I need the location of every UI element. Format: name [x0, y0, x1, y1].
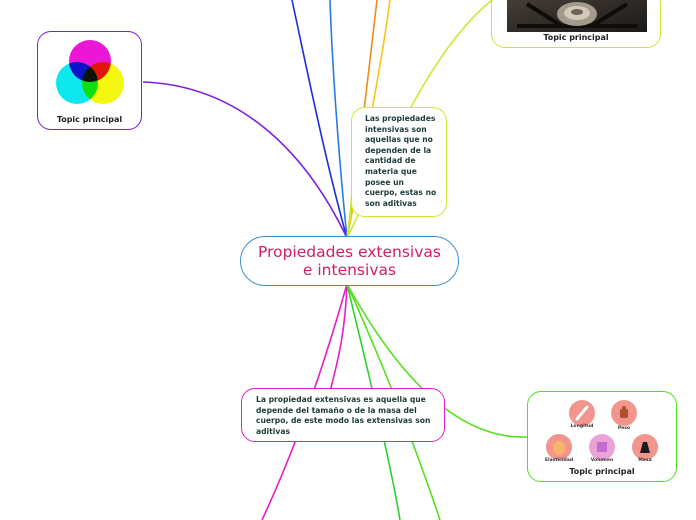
volume-icon	[589, 434, 615, 460]
mass-icon	[632, 434, 658, 460]
icon-label-masa: Masa	[638, 458, 652, 463]
note-intensive[interactable]: Las propiedades intensivas son aquellas …	[351, 107, 447, 217]
branch-line-to-extensive-note	[329, 283, 348, 393]
topic-colors-label: Topic principal	[56, 115, 123, 124]
topic-colors[interactable]: Topic principal	[37, 31, 142, 130]
branch-line-top-darkblue	[291, 0, 348, 239]
elasticity-icon	[546, 434, 572, 460]
ruler-icon	[569, 400, 595, 426]
icon-label-peso: Peso	[617, 426, 631, 431]
branch-line-to-colors	[142, 81, 348, 239]
note-intensive-text: Las propiedades intensivas son aquellas …	[365, 114, 437, 208]
topic-stove-label: Topic principal	[543, 33, 609, 42]
note-extensive[interactable]: La propiedad extensivas es aquella que d…	[241, 388, 445, 442]
topic-measures[interactable]: Longitud Peso Elasticidad Volumen Masa T…	[527, 391, 677, 482]
note-extensive-text: La propiedad extensivas es aquella que d…	[256, 395, 431, 436]
branch-line-top-blue	[329, 0, 348, 239]
icon-label-volumen: Volumen	[590, 458, 614, 463]
root-title: Propiedades extensivas e intensivas	[258, 243, 441, 279]
root-topic[interactable]: Propiedades extensivas e intensivas	[240, 236, 459, 286]
icon-label-elasticidad: Elasticidad	[544, 458, 574, 463]
weight-icon	[611, 400, 637, 426]
topic-stove[interactable]: Topic principal	[491, 0, 661, 48]
icon-label-longitud: Longitud	[570, 424, 594, 429]
stove-burner-icon	[507, 0, 647, 32]
topic-measures-label: Topic principal	[569, 467, 635, 476]
color-wheel-icon	[56, 40, 124, 104]
